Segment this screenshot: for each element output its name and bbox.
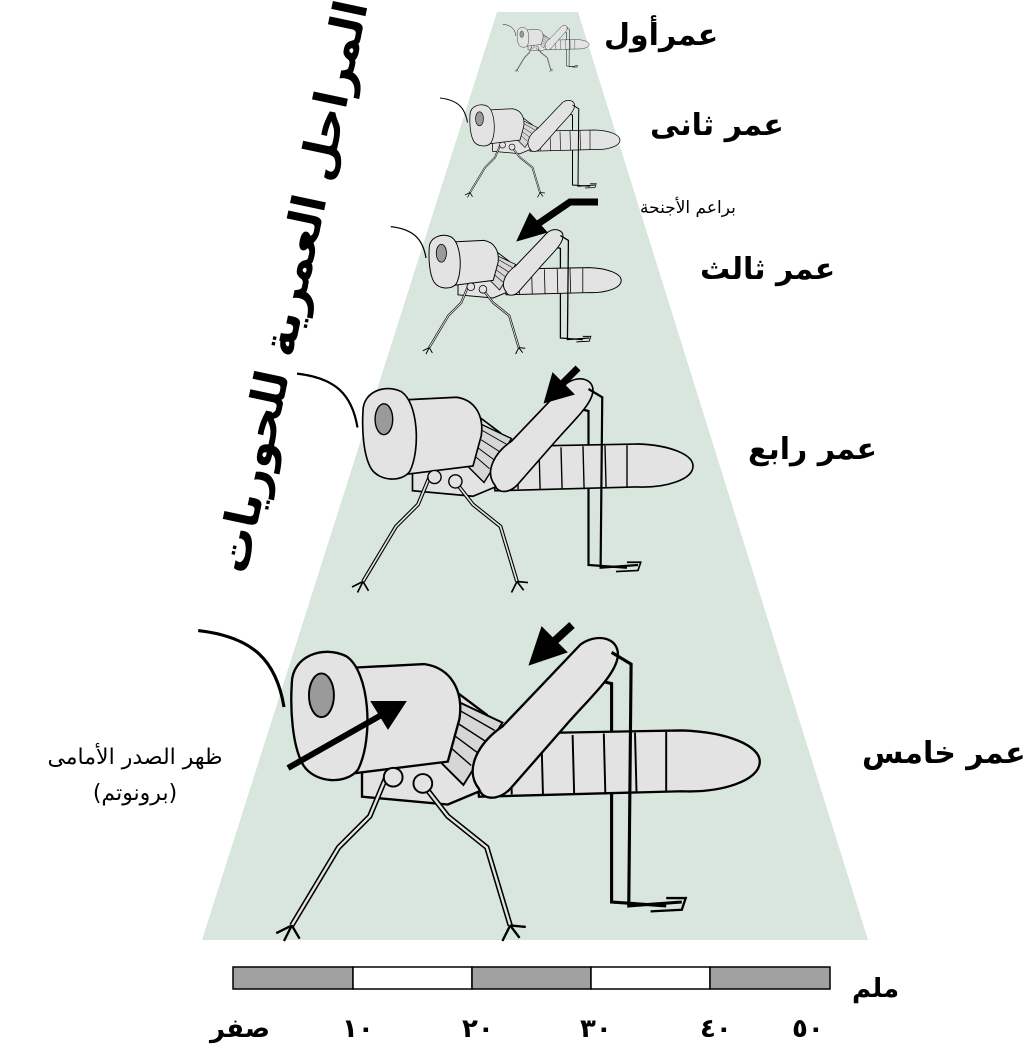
scale-bar bbox=[233, 967, 830, 989]
scale-segment-1 bbox=[233, 967, 353, 989]
scale-segment-5 bbox=[710, 967, 830, 989]
scale-segment-2 bbox=[353, 967, 472, 989]
scale-tick-50: ٥٠ bbox=[792, 1014, 824, 1044]
instar-4-label: عمر رابع bbox=[748, 432, 877, 467]
scale-tick-10: ١٠ bbox=[342, 1014, 374, 1044]
scale-segment-4 bbox=[591, 967, 710, 989]
pronotum-label-line1: ظهر الصدر الأمامى bbox=[10, 740, 260, 776]
pronotum-label-line2: (برونوتم) bbox=[10, 776, 260, 812]
wing-buds-label: براعم الأجنحة bbox=[640, 198, 736, 218]
scale-tick-20: ٢٠ bbox=[462, 1014, 494, 1044]
scale-unit-label: ملم bbox=[852, 974, 899, 1004]
instar-3-label: عمر ثالث bbox=[700, 252, 835, 287]
scale-segment-3 bbox=[472, 967, 591, 989]
scale-tick-0: صفر bbox=[210, 1014, 270, 1044]
instar-2-label: عمر ثانى bbox=[650, 108, 784, 143]
scale-tick-30: ٣٠ bbox=[580, 1014, 612, 1044]
pronotum-label: ظهر الصدر الأمامى (برونوتم) bbox=[10, 740, 260, 812]
scale-tick-40: ٤٠ bbox=[700, 1014, 732, 1044]
instar-1-label: عمرأول bbox=[604, 18, 718, 53]
instar-5-label: عمر خامس bbox=[862, 736, 1026, 771]
